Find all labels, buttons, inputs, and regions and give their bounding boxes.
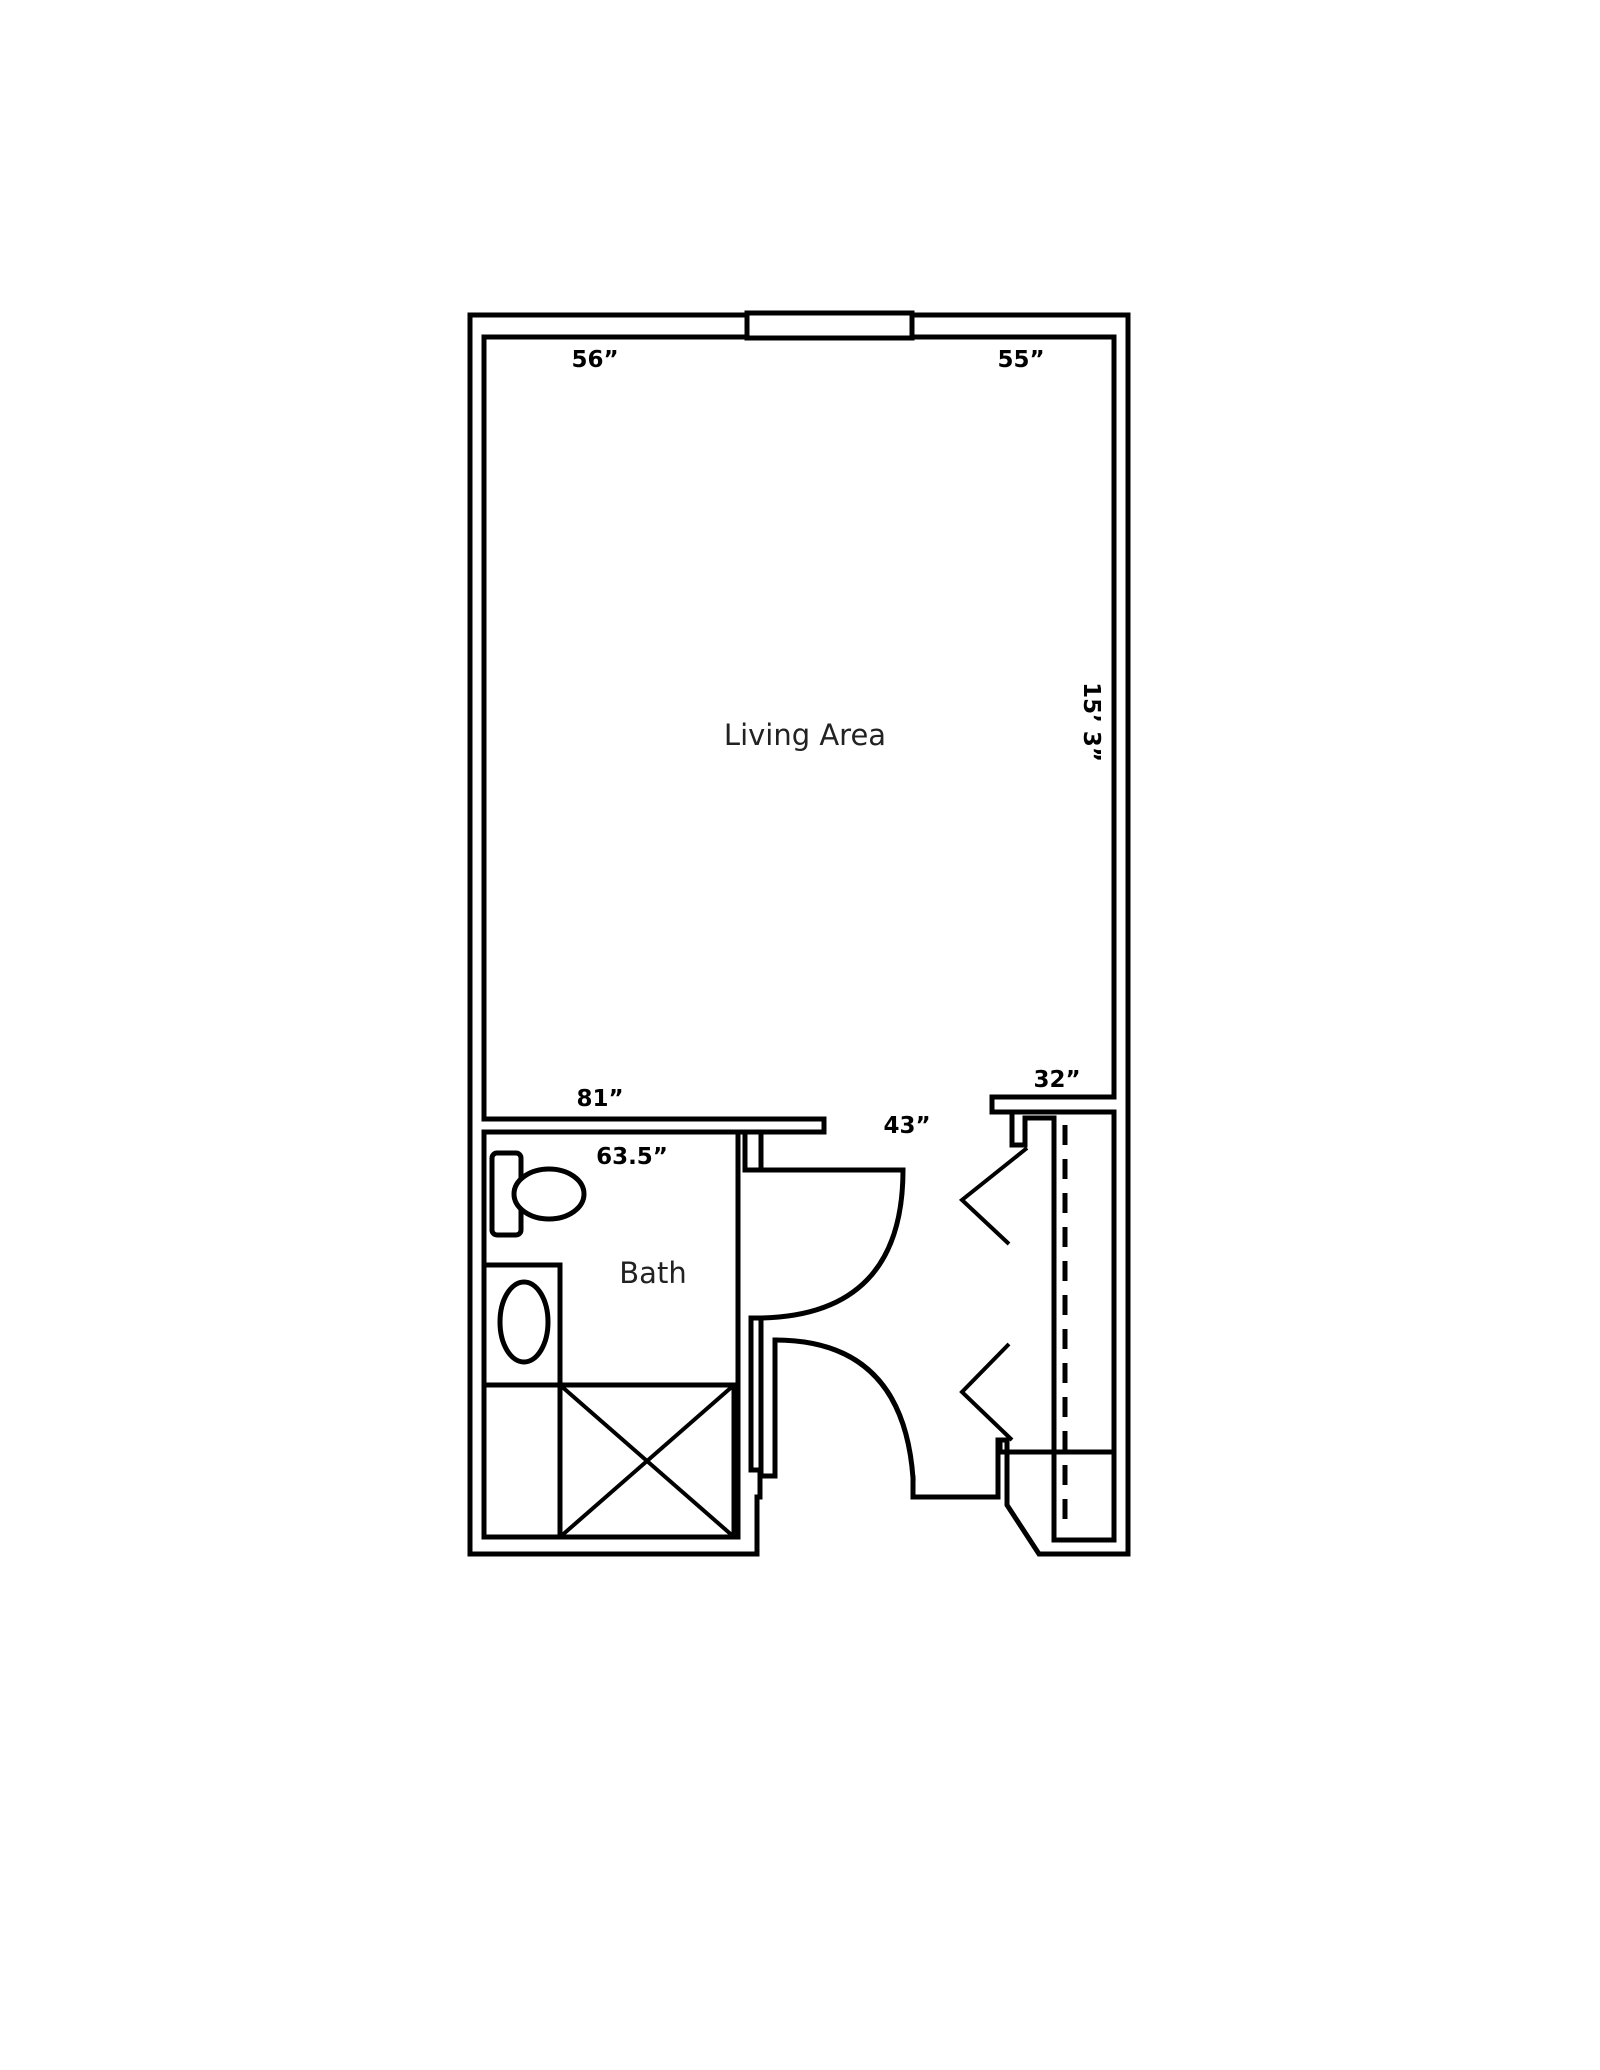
dim-top-right: 55” (997, 347, 1044, 373)
window (744, 310, 915, 341)
bath-door-frame (758, 1315, 778, 1479)
closet-door-lower (959, 1342, 1014, 1442)
room-label-bath: Bath (619, 1256, 686, 1290)
dim-mid-right: 32” (1033, 1067, 1080, 1093)
dim-mid-left: 81” (576, 1086, 623, 1112)
closet-wall (1009, 1109, 1117, 1543)
closet-door-upper (958, 1146, 1029, 1246)
dim-entry: 43” (883, 1113, 930, 1139)
outer-wall (467, 312, 1131, 1557)
room-label-living: Living Area (724, 718, 886, 752)
toilet-bowl-icon (511, 1166, 587, 1222)
entry-door (772, 1337, 916, 1481)
bath-door-jamb (737, 1129, 764, 1173)
partition-wall-right (989, 1094, 1117, 1115)
closet-wall-lower (997, 1437, 1117, 1455)
shower-cross-b (558, 1383, 736, 1539)
dim-top-left: 56” (571, 347, 618, 373)
dim-bath-width: 63.5” (596, 1144, 668, 1170)
bath-door (748, 1167, 906, 1557)
partition-wall (481, 1116, 827, 1135)
sink-icon (497, 1279, 551, 1365)
dim-right-side: 15’ 3” (1078, 682, 1104, 762)
